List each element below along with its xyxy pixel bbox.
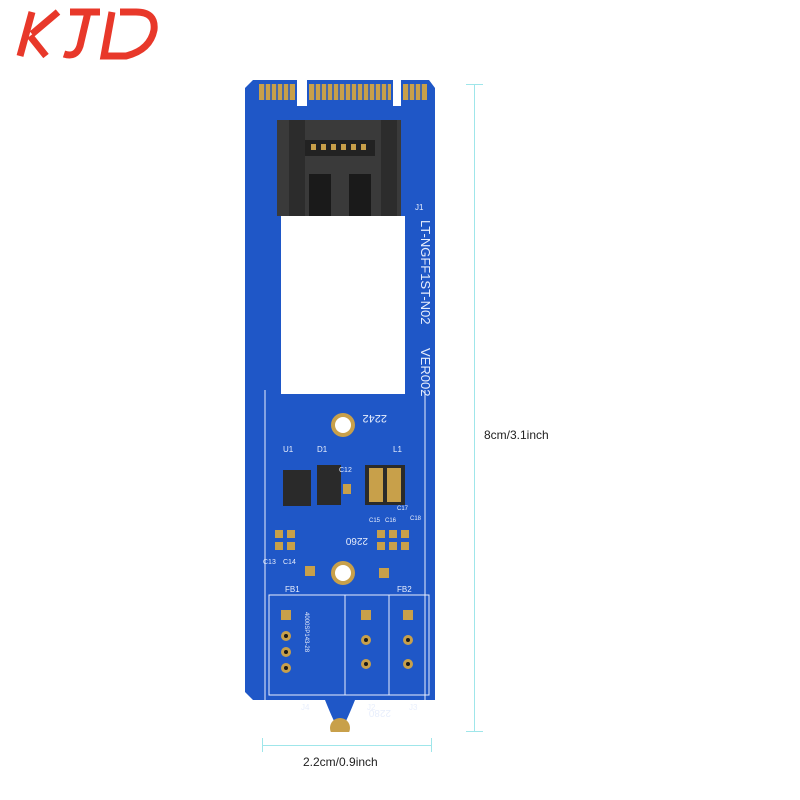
size-mark-2280: 2280 [368,707,391,718]
label-fb1: FB1 [285,585,300,594]
size-mark-2242: 2242 [363,412,387,424]
label-j3: J3 [409,703,418,712]
label-d1: D1 [317,445,328,454]
width-dimension-label: 2.2cm/0.9inch [303,755,378,769]
label-c15: C15 [369,518,381,524]
height-dimension-label: 8cm/3.1inch [484,428,549,442]
height-dimension-line [474,84,475,732]
width-tick-right [431,738,432,752]
brand-logo [8,6,158,61]
width-tick-left [262,738,263,752]
size-mark-2260: 2260 [345,535,368,546]
label-u1: U1 [283,445,294,454]
label-c14: C14 [283,559,296,566]
height-tick-top [466,84,483,85]
label-c13: C13 [263,559,276,566]
label-c12: C12 [339,467,352,474]
m2-adapter-board: J1 LT-NGFF1ST-N02 VER002 2242 U1 D1 L1 C… [245,80,435,738]
label-c18: C18 [410,516,422,522]
label-j4: J4 [301,703,310,712]
label-l1: L1 [393,445,402,454]
width-dimension-line [262,745,432,746]
label-c17: C17 [397,506,409,512]
label-fb2: FB2 [397,585,412,594]
height-tick-bottom [466,731,483,732]
board-version-label: VER002 [418,348,433,396]
label-j1: J1 [415,203,424,212]
label-c16: C16 [385,518,397,524]
board-model-label: LT-NGFF1ST-N02 [418,220,433,325]
label-j2: J2 [367,703,376,712]
pin-label: 4000SP143-28 [303,612,309,653]
